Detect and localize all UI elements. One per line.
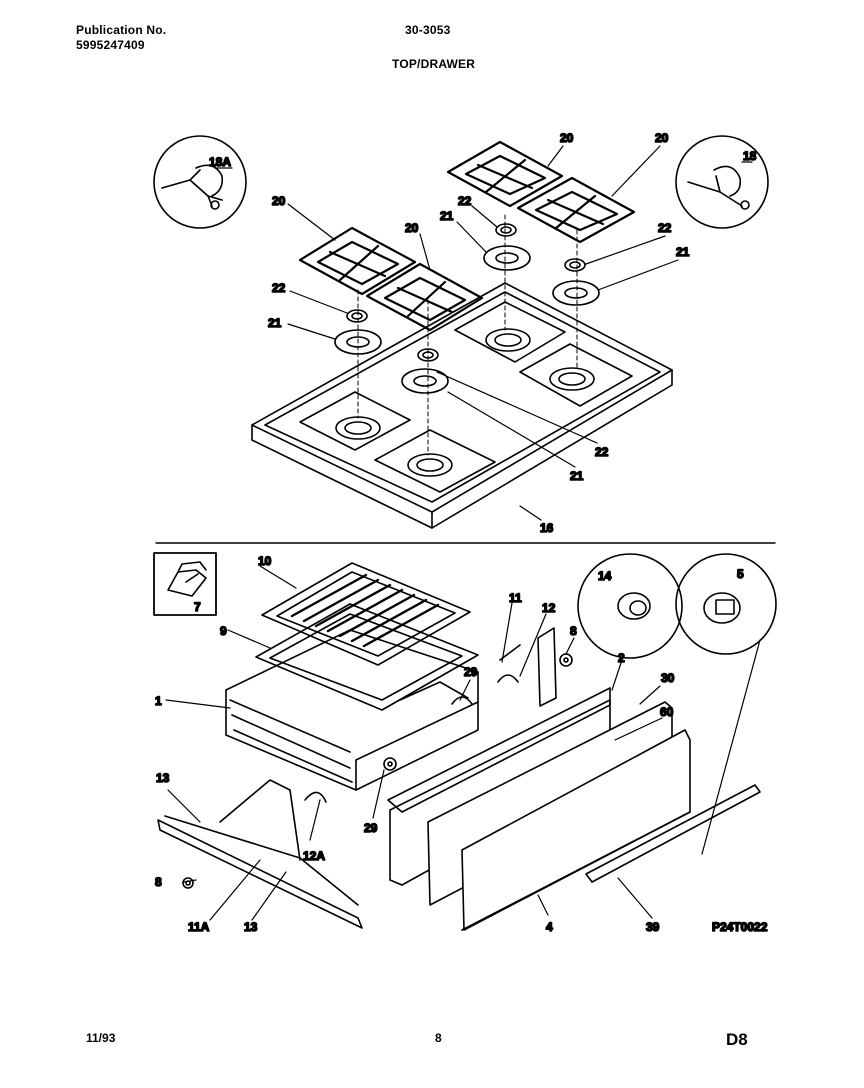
label-9: 9 — [220, 624, 227, 638]
cooktop-assembly — [251, 214, 673, 529]
label-14: 14 — [598, 569, 612, 583]
broiler-grid — [261, 562, 471, 666]
detail-circle-14 — [577, 553, 683, 659]
broiler-drawer-body — [225, 629, 479, 791]
label-29-a: 29 — [464, 665, 478, 679]
label-21-c: 21 — [676, 245, 690, 259]
diagram-code: P24T0022 — [712, 920, 768, 934]
drawer-slide-rail — [157, 779, 363, 929]
label-5: 5 — [737, 567, 744, 581]
label-21-d: 21 — [570, 469, 584, 483]
leader-lines-upper — [214, 145, 753, 521]
label-18: 18 — [743, 149, 757, 163]
label-4: 4 — [546, 920, 553, 934]
label-12: 12 — [542, 601, 556, 615]
label-20-d: 20 — [655, 131, 669, 145]
label-29-b: 29 — [364, 821, 378, 835]
label-20-c: 20 — [560, 131, 574, 145]
footer-page-id: D8 — [726, 1030, 748, 1049]
burner-grates — [298, 140, 636, 332]
detail-circle-18 — [675, 135, 769, 229]
label-12a: 12A — [303, 849, 325, 863]
label-21-b: 21 — [440, 209, 454, 223]
label-30: 30 — [661, 671, 675, 685]
label-13-b: 13 — [244, 920, 258, 934]
label-39: 39 — [646, 920, 660, 934]
label-11a: 11A — [188, 920, 210, 934]
detail-circle-18a — [153, 135, 247, 229]
publication-label: Publication No. — [76, 23, 167, 37]
label-1: 1 — [155, 694, 162, 708]
label-11: 11 — [509, 591, 522, 605]
label-20-b: 20 — [405, 221, 419, 235]
publication-number: 5995247409 — [76, 38, 145, 52]
label-60: 60 — [660, 705, 674, 719]
model-number: 30-3053 — [405, 23, 451, 37]
label-22-d: 22 — [595, 445, 609, 459]
label-7: 7 — [194, 600, 201, 614]
label-8-a: 8 — [570, 624, 577, 638]
drawer-trim-rail — [585, 784, 761, 883]
detail-circle-5 — [675, 553, 777, 655]
footer-page-number: 8 — [435, 1031, 442, 1045]
label-20-a: 20 — [272, 194, 286, 208]
label-10: 10 — [258, 554, 272, 568]
label-8-b: 8 — [155, 875, 162, 889]
label-2: 2 — [618, 651, 625, 665]
label-22-a: 22 — [272, 281, 286, 295]
label-13-a: 13 — [156, 771, 170, 785]
leader-lines-lower — [165, 565, 761, 921]
label-22-b: 22 — [458, 194, 472, 208]
label-16: 16 — [540, 521, 554, 535]
detail-box-7 — [153, 552, 217, 616]
label-21-a: 21 — [268, 316, 282, 330]
label-22-c: 22 — [658, 221, 672, 235]
broiler-pan — [255, 603, 479, 711]
burner-caps — [334, 223, 600, 394]
footer-date: 11/93 — [86, 1031, 116, 1045]
section-title: TOP/DRAWER — [392, 57, 476, 71]
label-18a: 18A — [209, 155, 231, 169]
drawer-front — [387, 687, 691, 931]
